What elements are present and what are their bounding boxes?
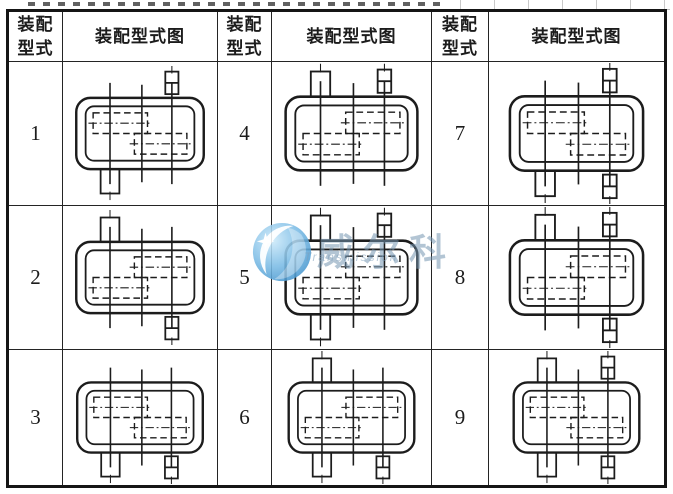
assembly-diagram-1 [63, 62, 218, 206]
type-number-5: 5 [218, 206, 272, 350]
assembly-diagram-8 [489, 206, 664, 350]
type-number-2: 2 [9, 206, 63, 350]
assembly-diagram-6 [272, 350, 432, 485]
assembly-type-table: 装配型式 装配型式图 装配型式 装配型式图 装配型式 装配型式图 1 4 7 2… [6, 9, 667, 488]
header-assembly-type: 装配型式 [432, 12, 489, 62]
type-number-6: 6 [218, 350, 272, 485]
header-assembly-diagram: 装配型式图 [272, 12, 432, 62]
assembly-diagram-9 [489, 350, 664, 485]
assembly-diagram-7 [489, 62, 664, 206]
cropped-text-strip [28, 2, 448, 6]
header-assembly-diagram: 装配型式图 [489, 12, 664, 62]
type-number-4: 4 [218, 62, 272, 206]
assembly-diagram-5 [272, 206, 432, 350]
assembly-diagram-2 [63, 206, 218, 350]
type-number-1: 1 [9, 62, 63, 206]
type-number-7: 7 [432, 62, 489, 206]
type-number-9: 9 [432, 350, 489, 485]
header-assembly-diagram: 装配型式图 [63, 12, 218, 62]
header-assembly-type: 装配型式 [9, 12, 63, 62]
type-number-8: 8 [432, 206, 489, 350]
assembly-diagram-4 [272, 62, 432, 206]
header-assembly-type: 装配型式 [218, 12, 272, 62]
type-number-3: 3 [9, 350, 63, 485]
assembly-diagram-3 [63, 350, 218, 485]
